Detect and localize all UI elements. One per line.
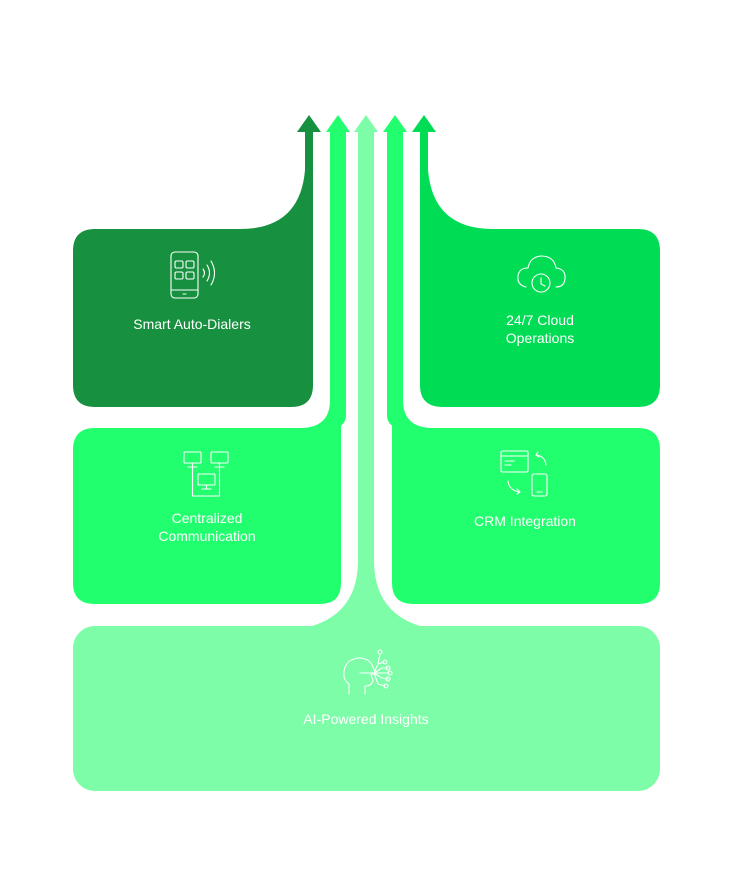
node-box-ai-powered-insights [73,626,660,791]
sync-devices-icon [500,450,548,497]
stem-light-center [312,132,420,626]
network-monitors-icon [183,451,229,497]
arrow-head-mid-right [383,115,407,132]
node-box-centralized-communication [73,407,341,604]
arrow-head-dark [297,115,321,132]
node-box-crm-integration [392,407,660,604]
phone-apps-icon [170,251,216,299]
stem-left-mid [300,132,346,428]
label-crm-integration: CRM Integration [474,513,576,529]
node-box-smart-auto-dialers [73,132,313,407]
label-cloud-operations-line1: 24/7 Cloud [506,312,574,328]
ai-head-icon [343,649,393,695]
cloud-clock-icon [517,255,566,293]
label-ai-powered-insights: AI-Powered Insights [303,711,428,727]
arrow-head-bright [412,115,436,132]
label-centralized-communication-line2: Communication [158,528,255,544]
label-cloud-operations-line2: Operations [506,330,574,346]
node-box-cloud-operations [420,132,660,407]
label-smart-auto-dialers: Smart Auto-Dialers [133,316,250,332]
arrow-head-light [354,115,378,132]
label-centralized-communication-line1: Centralized [172,510,243,526]
stem-right-mid [387,132,433,428]
arrow-head-mid-left [326,115,350,132]
